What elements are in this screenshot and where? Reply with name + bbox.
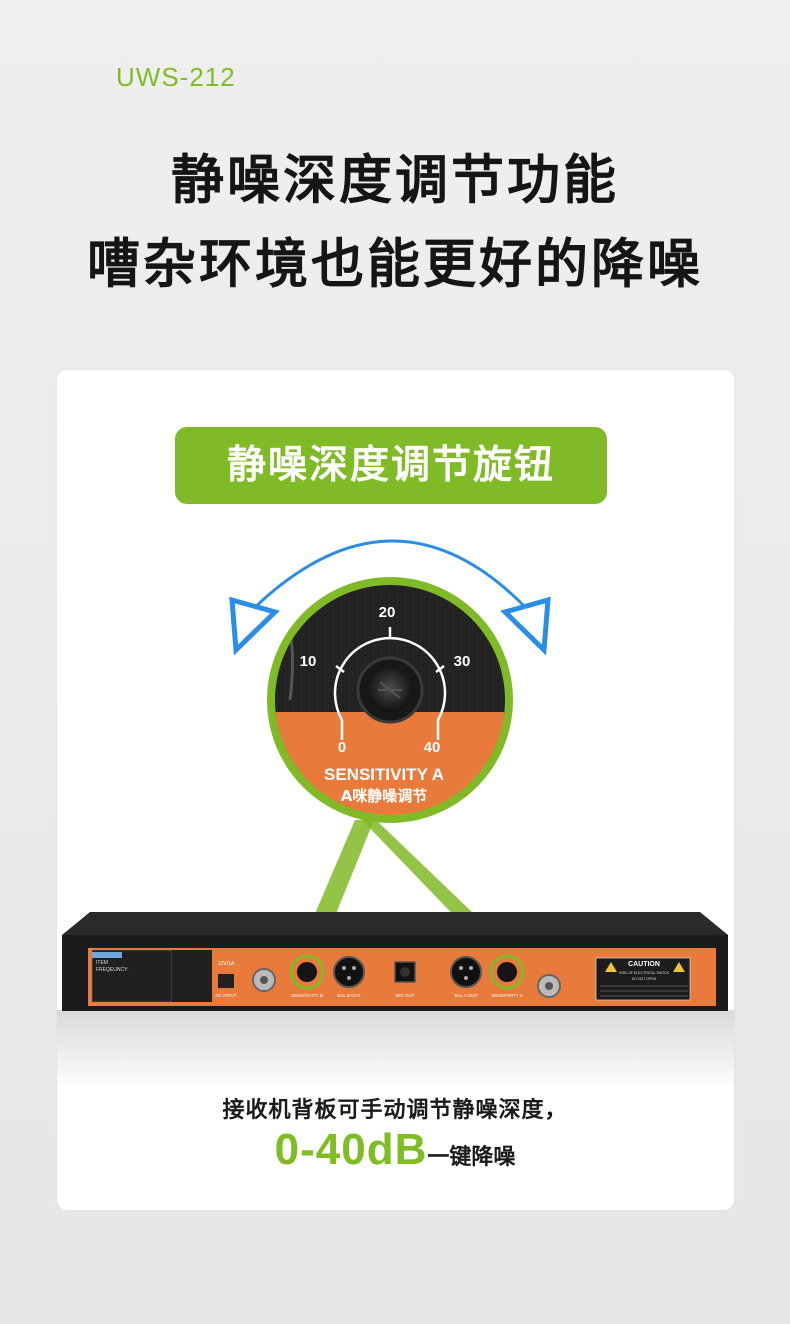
- xlr-b-connector-icon: [333, 956, 365, 988]
- panel-bal-a-out: BAL A OUT: [455, 993, 478, 998]
- panel-dc-input-label: DC INPUT: [215, 993, 237, 998]
- caution-line-1: RISK OF ELECTRICAL SHOCK: [619, 971, 670, 975]
- warning-triangle-icon: [605, 962, 617, 972]
- dial-tick-20: 20: [379, 604, 396, 621]
- dial-tick-10: 10: [300, 653, 317, 670]
- dial-tick-40: 40: [424, 739, 441, 756]
- panel-sensitivity-a: SENSITIVITY A: [491, 993, 522, 998]
- sensitivity-b-highlight: [289, 954, 325, 990]
- receiver-back-panel: ITEM FREQEUNCY: 12V/1A DC INPUT SENSITIV…: [62, 912, 728, 1011]
- panel-power-label: 12V/1A: [218, 961, 235, 967]
- headline-primary: 静噪深度调节功能: [171, 150, 619, 211]
- magnified-dial: 0 10 20 30 40 SENSITIVITY A A咪静噪调节: [267, 577, 513, 823]
- caution-title: CAUTION: [628, 961, 660, 968]
- headline-secondary: 嘈杂环境也能更好的降噪: [87, 234, 703, 295]
- sensitivity-a-highlight: [489, 954, 525, 990]
- caption-range-value: 0-40dB: [274, 1125, 428, 1174]
- caption-description: 接收机背板可手动调节静噪深度，: [222, 1098, 568, 1123]
- panel-item-label: ITEM: [96, 960, 108, 966]
- xlr-a-connector-icon: [450, 956, 482, 988]
- panel-mix-out: MIX OUT: [396, 993, 415, 998]
- floor-reflection: [57, 1010, 734, 1090]
- rotation-arrow-icon: [229, 539, 551, 656]
- warning-triangle-icon-right: [673, 962, 685, 972]
- dial-tick-0: 0: [338, 739, 346, 756]
- dial-tick-30: 30: [454, 653, 471, 670]
- feature-pill-label: 静噪深度调节旋钮: [175, 427, 607, 504]
- panel-bal-b-out: BAL B OUT: [337, 993, 361, 998]
- caption-range-suffix: 一键降噪: [427, 1145, 516, 1170]
- caption-range-line: 0-40dB一键降噪: [0, 1125, 790, 1175]
- caution-line-2: DO NOT OPEN: [632, 977, 657, 981]
- dial-label-cn: A咪静噪调节: [341, 787, 428, 805]
- panel-sensitivity-b: SENSITIVITY B: [291, 993, 323, 998]
- model-number: UWS-212: [116, 62, 236, 92]
- panel-frequency-label: FREQEUNCY:: [96, 967, 129, 973]
- dial-label-en: SENSITIVITY A: [324, 765, 444, 784]
